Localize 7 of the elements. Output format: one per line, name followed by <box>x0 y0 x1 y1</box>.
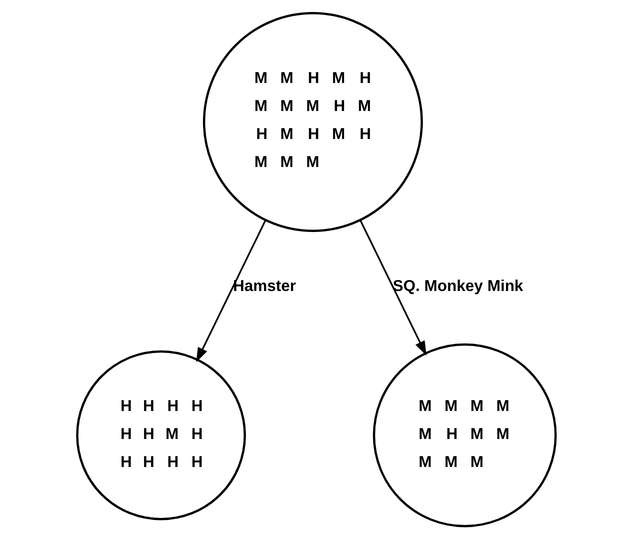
node-circle: M M M M M H M M M M M <box>372 343 556 528</box>
node-circle: M M H M H M M M H M H M H M H M M M <box>202 12 422 232</box>
arrow <box>196 220 266 362</box>
arrow <box>359 220 426 356</box>
edge-label: Hamster <box>232 278 296 295</box>
node-circle: H H H H H H M H H H H H <box>76 350 246 520</box>
edge-label: SQ. Monkey Mink <box>392 278 523 295</box>
